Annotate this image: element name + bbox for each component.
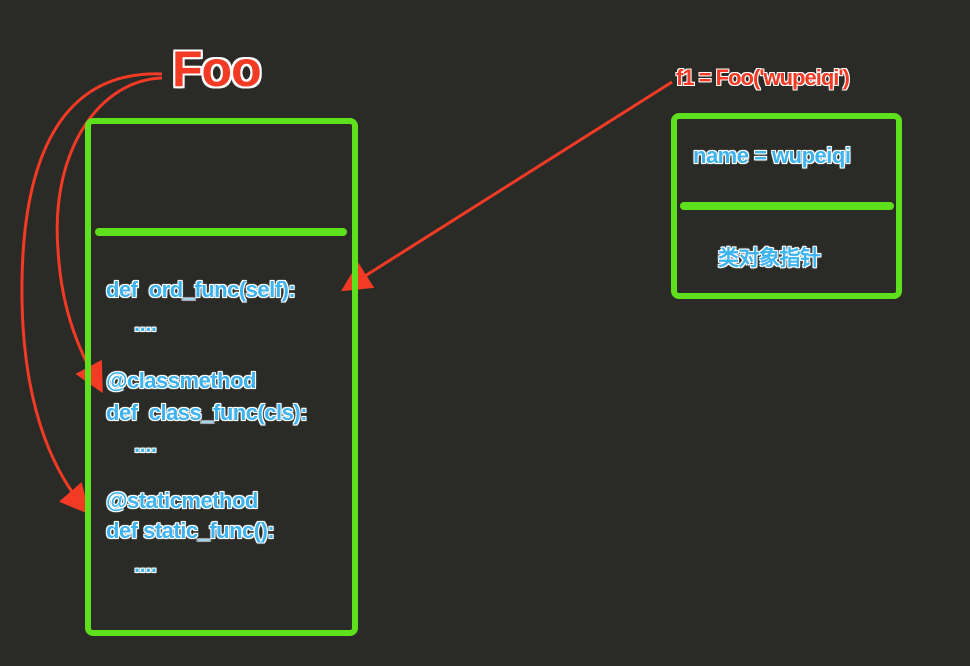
class-box-divider — [95, 228, 347, 236]
arrow-foo-to-classmethod — [55, 76, 163, 394]
method-static-func-body: .... — [134, 552, 157, 577]
staticmethod-decorator: @staticmethod — [106, 488, 258, 513]
class-box — [85, 118, 358, 636]
method-static-func: def static_func(): — [106, 518, 275, 543]
method-class-func: def class_func(cls): — [106, 400, 308, 425]
method-class-func-body: .... — [134, 432, 157, 457]
method-ord-func: def ord_func(self): — [106, 277, 296, 302]
classmethod-decorator: @classmethod — [106, 368, 256, 393]
class-name-label: Foo — [172, 41, 262, 97]
instance-box — [671, 113, 902, 299]
instance-field-name: name = wupeiqi — [693, 143, 851, 168]
instance-creation-label: f1 = Foo('wupeiqi') — [676, 65, 850, 90]
method-ord-func-body: .... — [134, 311, 157, 336]
class-object-pointer-label: 类对象指针 — [718, 247, 821, 270]
arrow-foo-to-staticmethod — [20, 72, 163, 515]
arrow-instance-to-ord-func — [340, 80, 673, 292]
instance-box-divider — [680, 202, 894, 210]
